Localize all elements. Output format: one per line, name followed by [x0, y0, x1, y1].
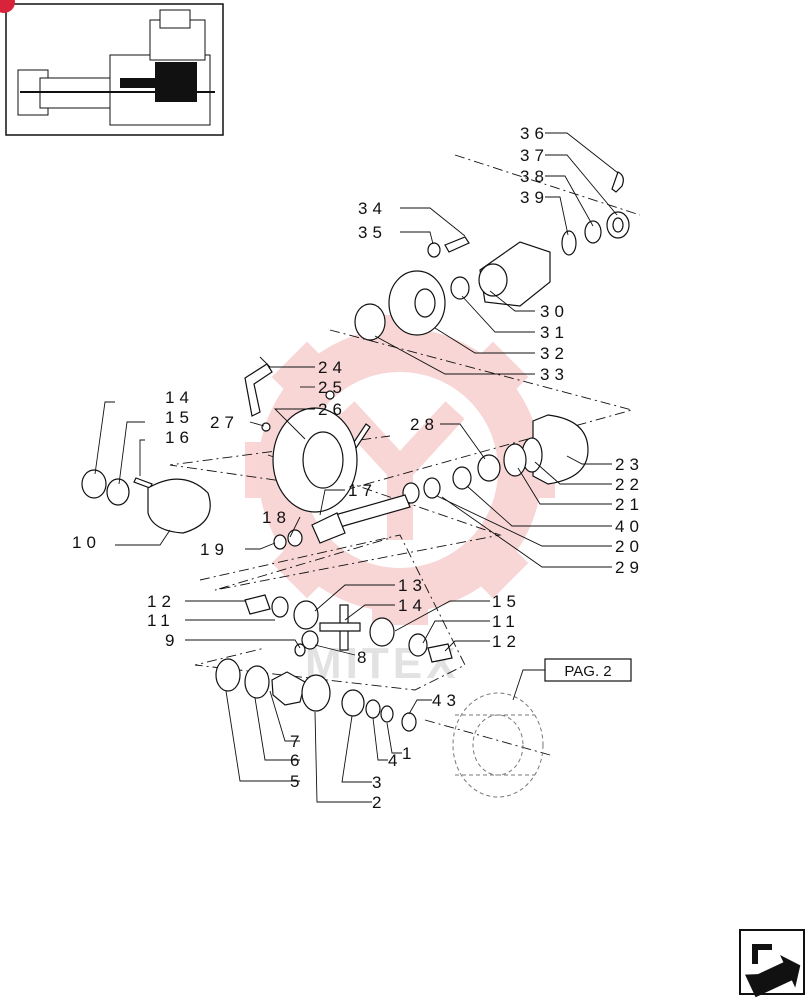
callout-5: 5 — [290, 772, 304, 791]
callout-12-right: 12 — [492, 632, 521, 651]
callout-24: 22 — [615, 475, 644, 494]
callout-31: 29 — [615, 558, 644, 577]
callout-43: 43 — [432, 691, 461, 710]
leader-lines — [94, 132, 619, 803]
callout-42: 40 — [615, 517, 644, 536]
callout-41: 39 — [520, 188, 549, 207]
callout-21: 19 — [200, 540, 229, 559]
next-page-arrow-icon[interactable] — [739, 929, 808, 1000]
callout-3: 3 — [372, 773, 386, 792]
callout-11-right: 11 — [492, 612, 520, 631]
callout-39: 37 — [520, 146, 549, 165]
callout-16: 14 — [165, 388, 194, 407]
callout-17: 15 — [165, 408, 194, 427]
callout-7: 7 — [290, 732, 304, 751]
callout-1: 1 — [402, 744, 416, 763]
callout-10: 10 — [72, 533, 101, 552]
callout-33: 31 — [540, 323, 569, 342]
page-badge-icon — [0, 0, 15, 13]
part-drawings — [81, 171, 630, 798]
callout-29: 27 — [210, 413, 239, 432]
callout-25: 23 — [615, 455, 644, 474]
callout-8: 8 — [357, 648, 371, 667]
callout-36: 34 — [358, 199, 387, 218]
page-reference-box[interactable]: PAG. 2 — [544, 658, 632, 682]
callout-6: 6 — [290, 751, 304, 770]
callout-4: 4 — [388, 751, 402, 770]
page-reference-label: PAG. 2 — [564, 663, 611, 680]
callout-35: 33 — [540, 365, 569, 384]
referenced-housing-outline — [452, 692, 544, 798]
callout-30: 28 — [410, 415, 439, 434]
callout-27: 25 — [318, 378, 347, 397]
callout-40: 38 — [520, 167, 549, 186]
axle-assembly-thumbnail[interactable] — [0, 0, 224, 136]
callout-38: 36 — [520, 124, 549, 143]
callout-labels: 36 37 38 39 34 35 30 31 32 33 24 25 26 2… — [72, 124, 644, 812]
callout-18: 16 — [165, 428, 194, 447]
callout-34: 32 — [540, 344, 569, 363]
callout-23: 21 — [615, 495, 644, 514]
callout-37: 35 — [358, 223, 387, 242]
callout-13: 13 — [398, 576, 427, 595]
callout-11-left: 11 — [147, 611, 175, 630]
callout-22: 20 — [615, 537, 644, 556]
callout-2: 2 — [372, 793, 386, 812]
callout-15: 15 — [492, 592, 521, 611]
callout-14: 14 — [398, 596, 427, 615]
callout-28: 26 — [318, 400, 347, 419]
callout-19: 17 — [348, 481, 377, 500]
callout-9: 9 — [165, 631, 179, 650]
callout-32: 30 — [540, 302, 569, 321]
callout-26: 24 — [318, 358, 347, 377]
callout-12-left: 12 — [147, 592, 176, 611]
callout-20: 18 — [262, 508, 291, 527]
